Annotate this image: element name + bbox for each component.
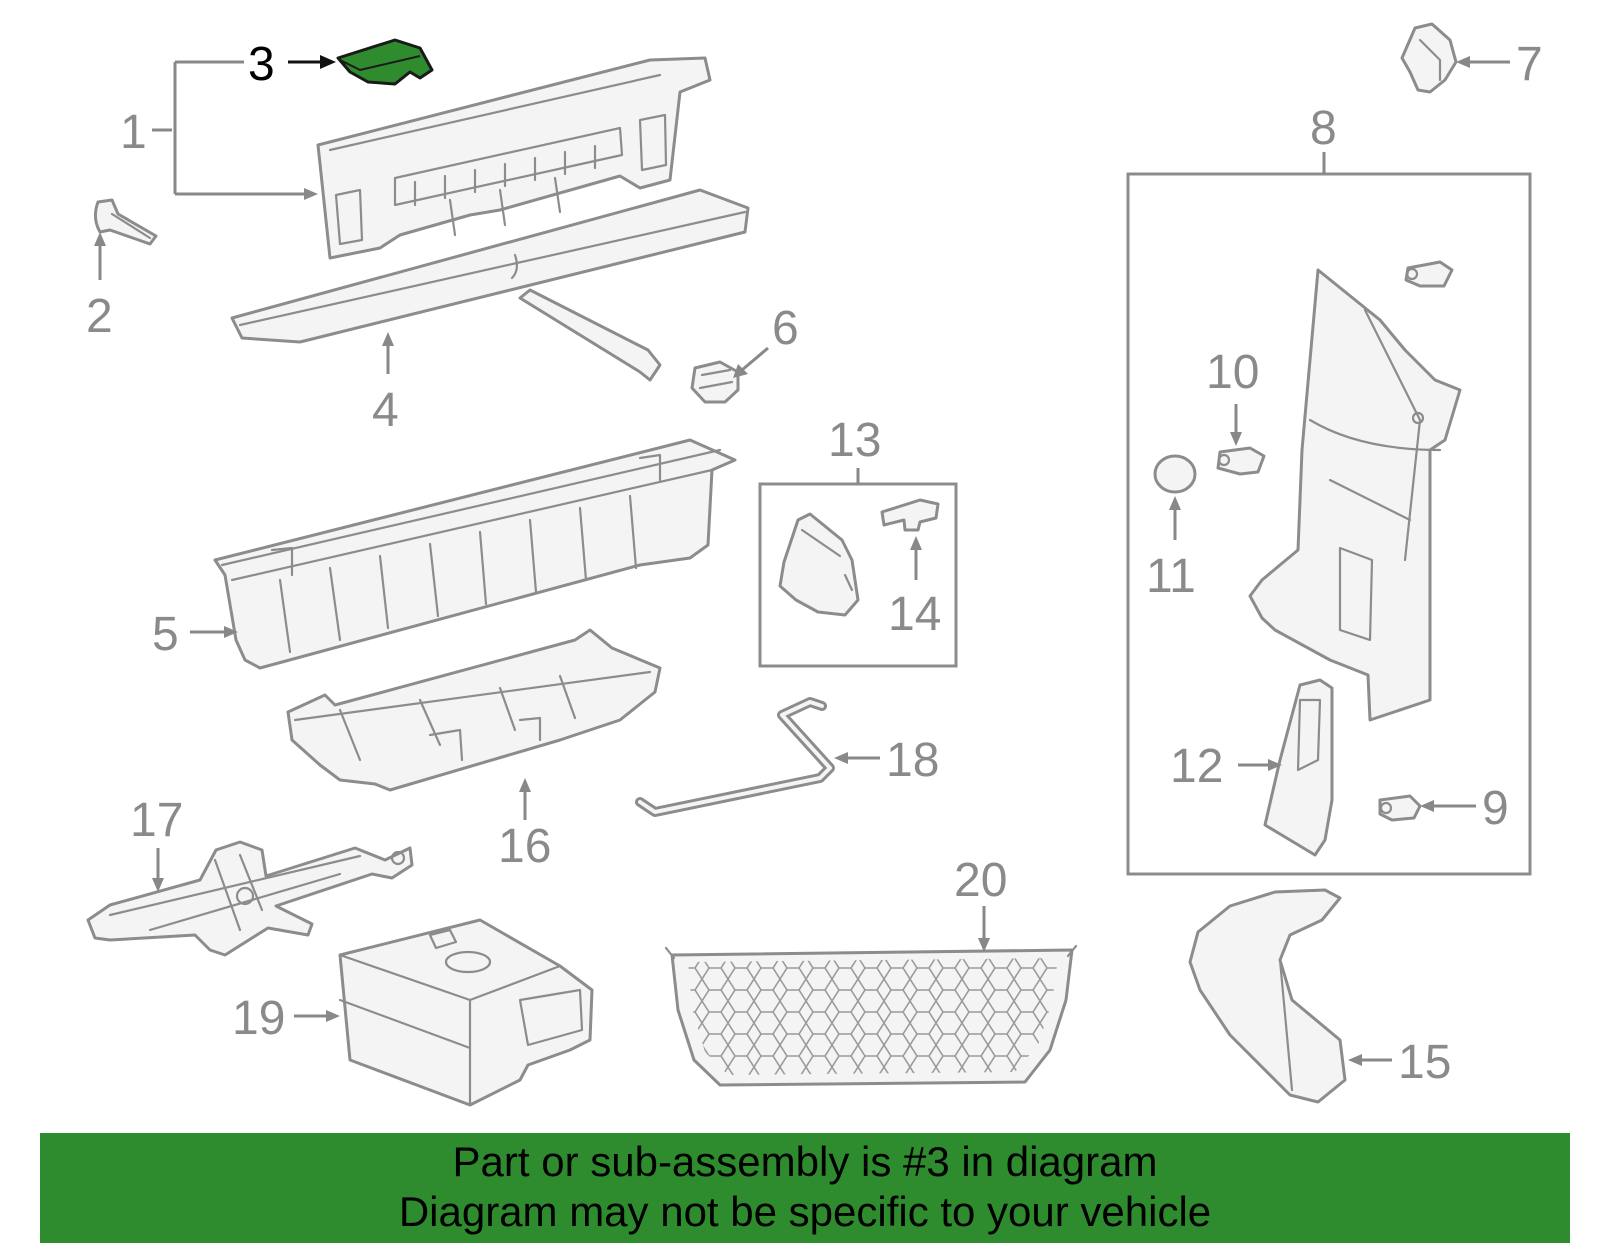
callout-10: 10 bbox=[1206, 346, 1259, 399]
part-2-bolt[interactable] bbox=[93, 198, 158, 246]
banner-line-part-info: Part or sub-assembly is #3 in diagram bbox=[452, 1138, 1158, 1185]
part-8-group-box bbox=[1126, 172, 1532, 876]
callout-12: 12 bbox=[1170, 740, 1223, 793]
part-19-compressor-box[interactable] bbox=[338, 918, 594, 1107]
part-12-pillar-trim[interactable] bbox=[1263, 678, 1334, 857]
callout-4: 4 bbox=[372, 384, 399, 437]
part-20-cargo-net[interactable] bbox=[664, 944, 1078, 1087]
callout-8: 8 bbox=[1310, 102, 1337, 155]
callout-16: 16 bbox=[498, 820, 551, 873]
callout-7: 7 bbox=[1516, 38, 1543, 91]
part-17-jack[interactable] bbox=[86, 840, 414, 957]
callout-18: 18 bbox=[886, 734, 939, 787]
banner-line-disclaimer: Diagram may not be specific to your vehi… bbox=[398, 1188, 1212, 1235]
callout-9: 9 bbox=[1482, 782, 1509, 835]
callout-15: 15 bbox=[1398, 1036, 1451, 1089]
part-16-lower-tray[interactable] bbox=[286, 628, 662, 792]
callout-20: 20 bbox=[954, 854, 1007, 907]
part-5-storage-tray[interactable] bbox=[213, 438, 737, 670]
info-banner: Part or sub-assembly is #3 in diagram Di… bbox=[40, 1133, 1570, 1243]
callout-19: 19 bbox=[232, 992, 285, 1045]
callout-11: 11 bbox=[1146, 550, 1196, 603]
callout-1: 1 bbox=[120, 106, 147, 159]
part-11-plug[interactable] bbox=[1153, 454, 1197, 494]
callout-5: 5 bbox=[152, 608, 179, 661]
callout-2: 2 bbox=[86, 290, 113, 343]
part-13-bracket[interactable] bbox=[778, 512, 860, 617]
part-18-rod[interactable] bbox=[635, 697, 835, 817]
part-10-clip[interactable] bbox=[1216, 446, 1266, 476]
part-4-floor-board[interactable] bbox=[230, 188, 750, 382]
callout-3: 3 bbox=[248, 38, 275, 91]
part-15-side-cover[interactable] bbox=[1188, 888, 1347, 1104]
callout-13: 13 bbox=[828, 414, 881, 467]
part-1-trim-panel[interactable] bbox=[316, 56, 712, 260]
part-7-cap[interactable] bbox=[1400, 22, 1458, 94]
part-3-cover-cap[interactable] bbox=[336, 38, 434, 86]
callout-14: 14 bbox=[888, 588, 941, 641]
part-8-quarter-trim[interactable] bbox=[1248, 268, 1462, 722]
leader-lines bbox=[94, 55, 1510, 1066]
callout-labels: 1 3 2 4 6 7 8 10 11 12 9 13 14 5 18 16 1… bbox=[86, 38, 1543, 1089]
part-6-clip[interactable] bbox=[690, 360, 740, 404]
part-8-clip-upper[interactable] bbox=[1404, 260, 1454, 288]
callout-6: 6 bbox=[772, 302, 799, 355]
part-9-clip[interactable] bbox=[1378, 794, 1422, 822]
part-14-clip[interactable] bbox=[880, 498, 940, 532]
callout-17: 17 bbox=[130, 794, 183, 847]
